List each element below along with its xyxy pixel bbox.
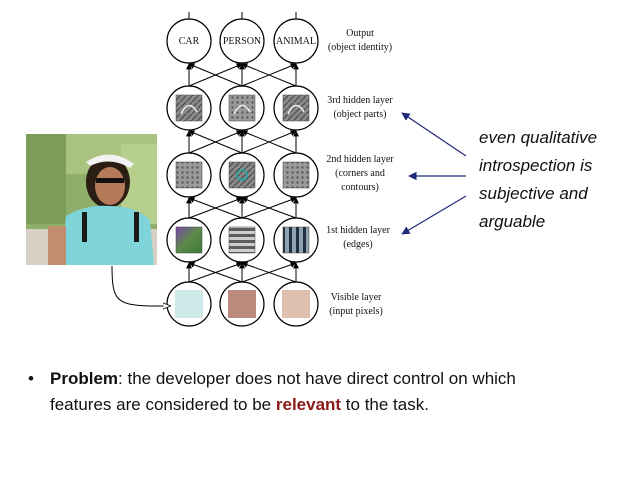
bullet-term: Problem: [50, 369, 119, 388]
h3-node: [166, 85, 212, 131]
h1-node: [273, 217, 319, 263]
feature-visualization: [175, 226, 203, 254]
annotation-line-3: subjective and: [479, 184, 588, 203]
connection-edge: [241, 130, 297, 154]
bullet-highlight: relevant: [275, 395, 342, 414]
photo-to-input-arrow: [111, 265, 170, 306]
layer-labels: Output (object identity) 3rd hidden laye…: [326, 28, 394, 317]
feature-visualization: [175, 94, 203, 122]
hidden3-layer-title: 3rd hidden layer: [327, 95, 393, 106]
annotation-line-2: introspection is: [479, 156, 593, 175]
bullet-text-2: features are considered to be: [50, 395, 276, 414]
annotation-line-1: even qualitative: [479, 128, 598, 147]
bullet-text-1: : the developer does not have direct con…: [118, 369, 516, 388]
connection-edge: [241, 197, 297, 219]
visible-node: [273, 281, 319, 327]
hidden1-layer-subtitle: (edges): [343, 239, 372, 250]
feature-visualization: [228, 161, 256, 189]
connection-edge: [188, 63, 243, 87]
input-pixel-swatch: [228, 290, 256, 318]
bullet-text: Problem: the developer does not have dir…: [50, 366, 610, 418]
h3-node: [273, 85, 319, 131]
output-layer-subtitle: (object identity): [328, 42, 392, 53]
h2-node: [166, 152, 212, 198]
annotation-text: even qualitative introspection is subjec…: [479, 124, 629, 236]
output-layer-title: Output: [346, 28, 374, 39]
feature-part-stroke: [180, 104, 198, 115]
arrow-to-hidden3: [401, 112, 467, 157]
visible-layer-title: Visible layer: [331, 292, 382, 303]
annotation-arrows: [401, 112, 467, 235]
hidden2-layer-title: 2nd hidden layer: [326, 154, 394, 165]
output-node-label: CAR: [179, 36, 200, 47]
visible-layer-subtitle: (input pixels): [329, 306, 383, 317]
feature-contour: [236, 169, 248, 181]
annotation-line-4: arguable: [479, 212, 546, 231]
bullet-symbol: •: [28, 369, 34, 388]
output-node: PERSON: [219, 18, 265, 64]
h1-node: [219, 217, 265, 263]
feature-visualization: [175, 161, 203, 189]
feature-visualization: [228, 94, 256, 122]
connection-edge: [241, 63, 297, 87]
input-photo: [26, 134, 157, 265]
connection-edge: [188, 197, 243, 219]
connection-edge: [241, 261, 297, 283]
feature-visualization: [282, 226, 310, 254]
feature-part-stroke: [287, 104, 305, 115]
connection-edge: [188, 130, 243, 154]
feature-visualization: [282, 161, 310, 189]
h2-node: [219, 152, 265, 198]
visible-node: [219, 281, 265, 327]
feature-visualization: [228, 226, 256, 254]
hidden3-layer-subtitle: (object parts): [333, 109, 386, 120]
output-node-label: ANIMAL: [276, 36, 316, 47]
connection-edges: [186, 12, 299, 283]
output-node: CAR: [166, 18, 212, 64]
input-pixel-swatch: [282, 290, 310, 318]
network-nodes: CAR PERSON ANIMAL: [166, 18, 319, 327]
output-node-label: PERSON: [223, 36, 261, 47]
hidden2-layer-subtitle2: contours): [341, 182, 379, 193]
connection-edge: [188, 261, 243, 283]
feature-part-stroke: [233, 104, 251, 115]
input-pixel-swatch: [175, 290, 203, 318]
hidden1-layer-title: 1st hidden layer: [326, 225, 391, 236]
arrow-to-hidden1: [401, 195, 467, 235]
h1-node: [166, 217, 212, 263]
h2-node: [273, 152, 319, 198]
visible-node: [166, 281, 212, 327]
h3-node: [219, 85, 265, 131]
output-node: ANIMAL: [273, 18, 319, 64]
hidden2-layer-subtitle: (corners and: [335, 168, 385, 179]
bullet-text-3: to the task.: [341, 395, 429, 414]
feature-visualization: [282, 94, 310, 122]
